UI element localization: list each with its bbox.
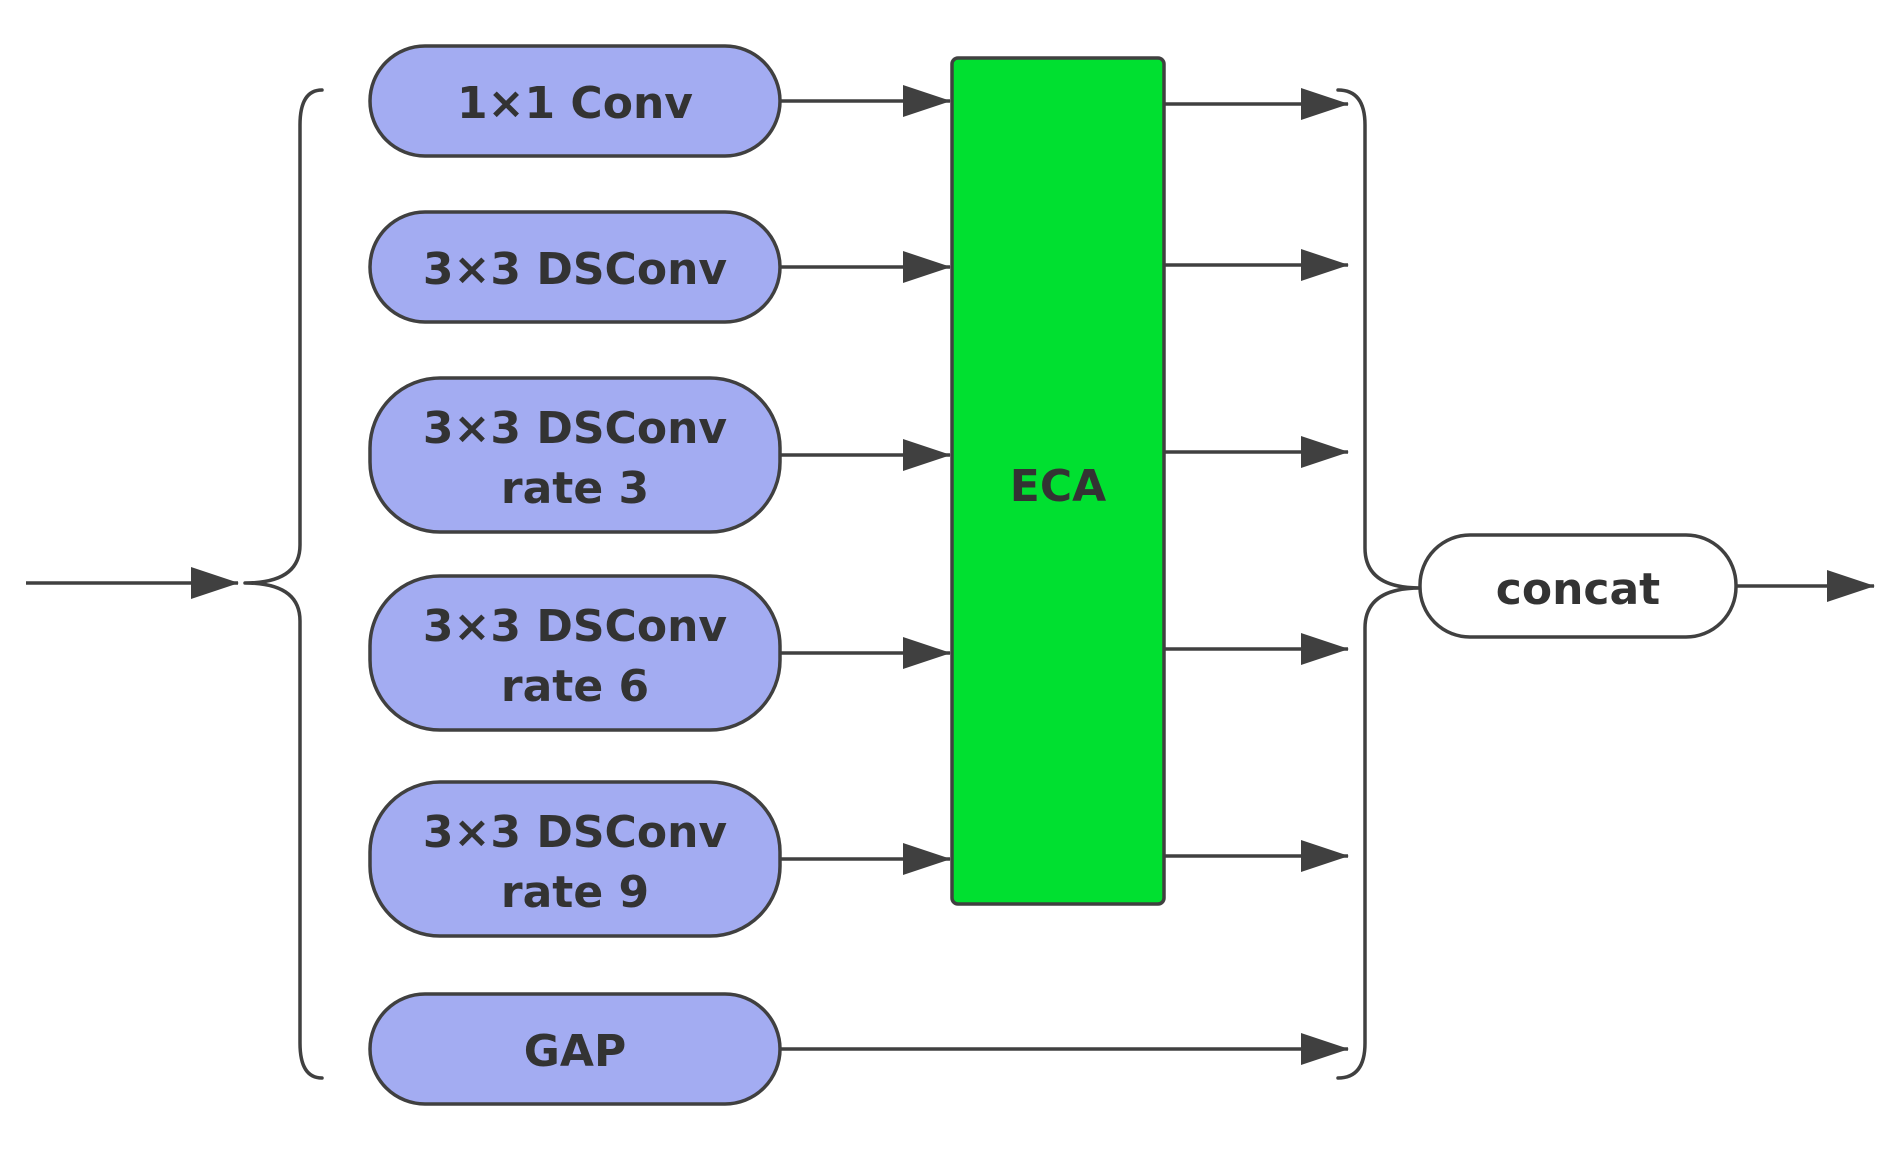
branch-label: GAP	[524, 1026, 626, 1077]
concat-label: concat	[1496, 564, 1660, 615]
concat-block: concat	[1418, 533, 1738, 639]
branch-3x3-dsconv: 3×3 DSConv	[368, 210, 782, 324]
branch-3x3-dsconv-rate-9: 3×3 DSConv rate 9	[368, 780, 782, 938]
branch-label-line1: 3×3 DSConv	[423, 601, 727, 652]
left-brace	[243, 88, 324, 1080]
branch-label-line1: 3×3 DSConv	[423, 807, 727, 858]
branch-label-line2: rate 9	[501, 867, 649, 918]
right-brace	[1336, 88, 1422, 1080]
eca-box	[950, 56, 1166, 906]
branch-gap: GAP	[368, 992, 782, 1106]
branch-label-line2: rate 6	[501, 661, 649, 712]
branch-label-line2: rate 3	[501, 463, 649, 514]
eca-block: ECA	[950, 56, 1166, 906]
branch-label-line1: 3×3 DSConv	[423, 403, 727, 454]
branch-label: 1×1 Conv	[457, 78, 693, 129]
branch-label: 3×3 DSConv	[423, 244, 727, 295]
branch-3x3-dsconv-rate-3: 3×3 DSConv rate 3	[368, 376, 782, 534]
branch-1x1-conv: 1×1 Conv	[368, 44, 782, 158]
branch-3x3-dsconv-rate-6: 3×3 DSConv rate 6	[368, 574, 782, 732]
eca-label: ECA	[1010, 461, 1106, 512]
